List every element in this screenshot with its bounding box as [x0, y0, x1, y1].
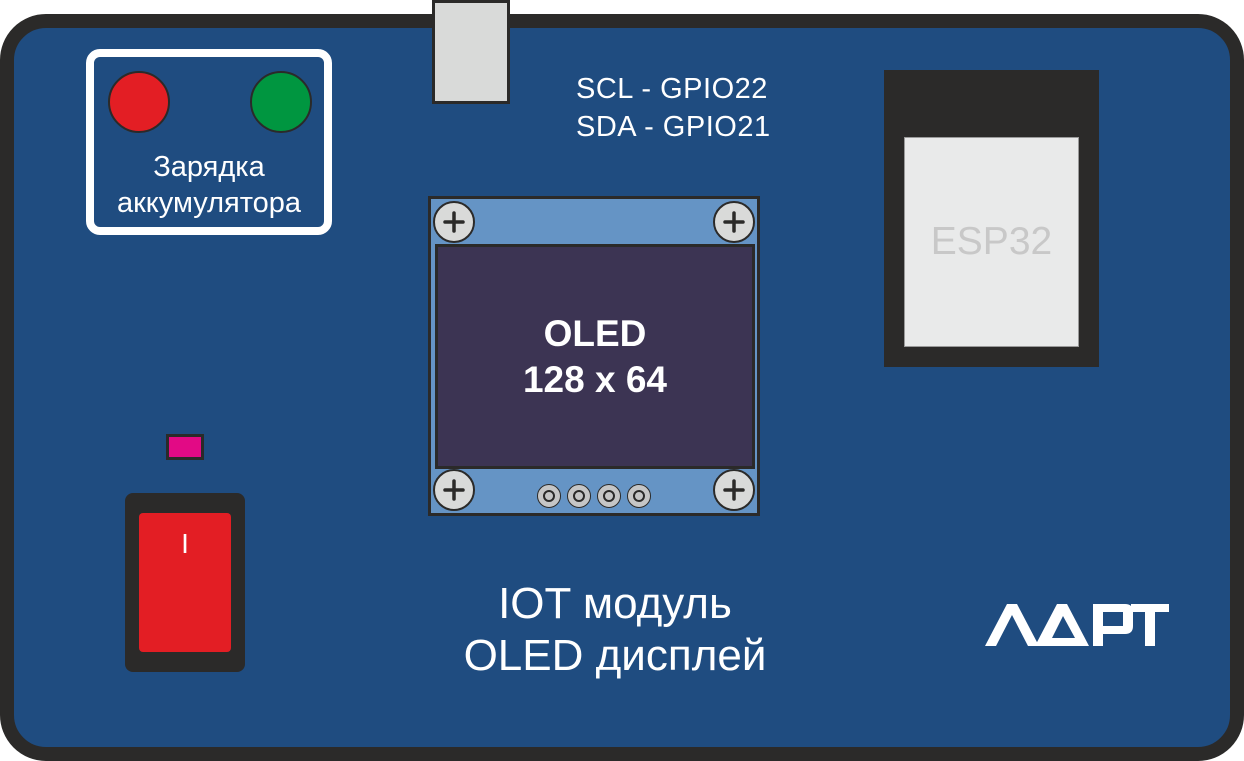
oled-resolution: 128 x 64	[522, 358, 668, 400]
charge-label: Зарядка аккумулятора	[94, 149, 324, 221]
screw-icon	[433, 469, 475, 511]
usb-connector	[432, 0, 510, 104]
oled-screen: OLED 128 x 64	[435, 244, 755, 469]
module-title-line2: OLED дисплей	[463, 631, 767, 680]
oled-module: OLED 128 x 64	[428, 196, 760, 516]
esp32-module: ESP32	[884, 70, 1099, 367]
charge-green-led-icon	[250, 71, 312, 133]
power-switch[interactable]: I	[125, 493, 245, 672]
screw-icon	[433, 201, 475, 243]
screw-icon	[713, 201, 755, 243]
pin-hole-icon	[597, 484, 621, 508]
pin-hole-icon	[627, 484, 651, 508]
charge-label-line2: аккумулятора	[116, 187, 302, 219]
power-led-icon	[166, 434, 204, 460]
sda-pin-label: SDA - GPIO21	[576, 111, 771, 143]
oled-pin-header	[537, 484, 651, 508]
charge-indicator-panel: Зарядка аккумулятора	[86, 49, 332, 235]
i2c-pin-labels: SCL - GPIO22 SDA - GPIO21	[576, 70, 771, 146]
esp32-shield: ESP32	[904, 137, 1079, 347]
pin-hole-icon	[537, 484, 561, 508]
module-title: IOT модуль OLED дисплей	[400, 578, 830, 682]
scl-pin-label: SCL - GPIO22	[576, 73, 768, 105]
oled-title: OLED	[543, 312, 647, 354]
lart-logo-icon	[985, 604, 1169, 646]
charge-red-led-icon	[108, 71, 170, 133]
module-title-line1: IOT модуль	[498, 579, 732, 628]
power-switch-rocker[interactable]: I	[139, 513, 231, 652]
screw-icon	[713, 469, 755, 511]
switch-on-mark: I	[181, 528, 189, 559]
pin-hole-icon	[567, 484, 591, 508]
charge-label-line1: Зарядка	[153, 151, 265, 183]
esp32-label: ESP32	[930, 220, 1053, 263]
